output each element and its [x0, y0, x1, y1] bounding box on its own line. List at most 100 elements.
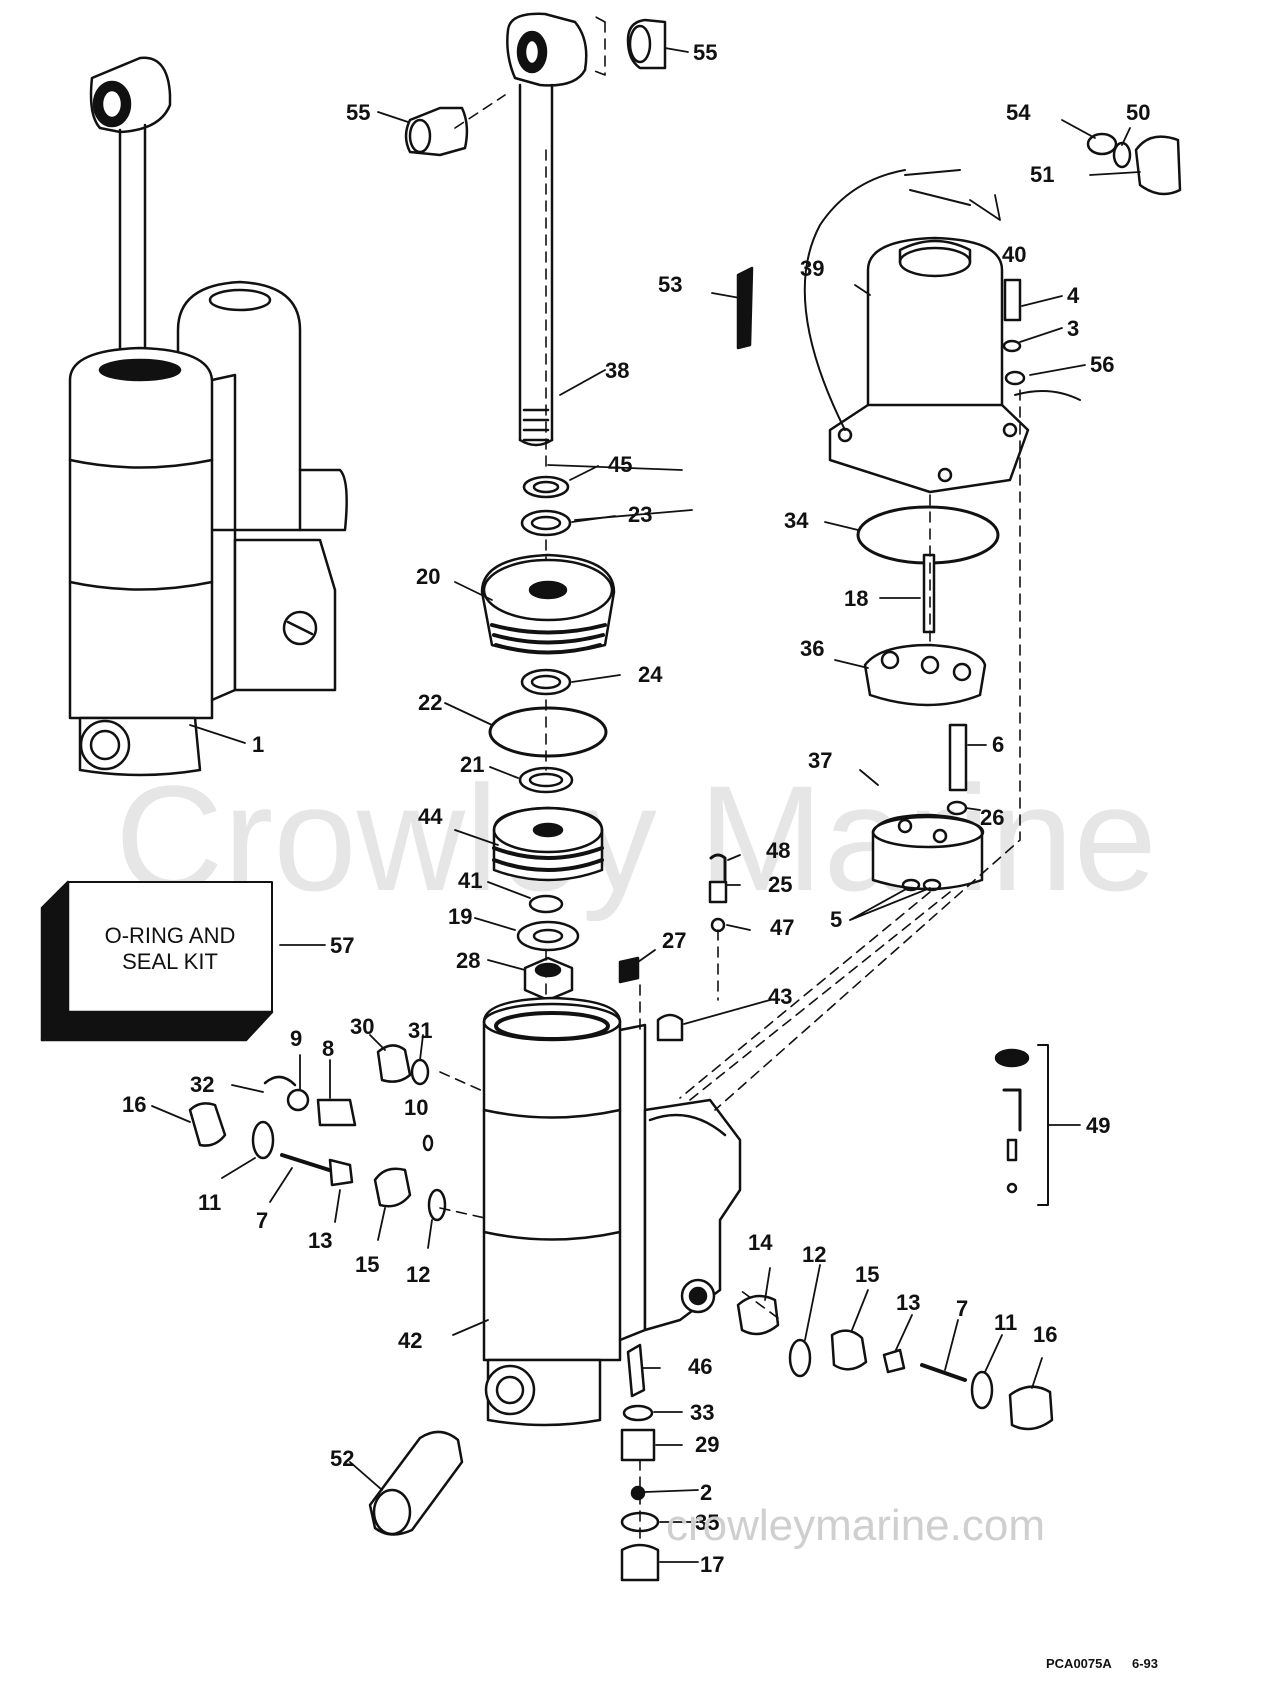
label-30: 30 [350, 1014, 374, 1039]
trim-cylinder-housing-42 [482, 996, 742, 1427]
label-9: 9 [290, 1026, 302, 1051]
label-3: 3 [1067, 316, 1079, 341]
label-19: 19 [448, 904, 472, 929]
part-number-labels: 1 2 3 4 5 6 7 7 8 9 10 11 11 12 12 13 13… [122, 40, 1150, 1577]
label-24: 24 [638, 662, 663, 687]
o-ring-33 [622, 1404, 654, 1422]
manifold-37 [871, 813, 985, 891]
label-43: 43 [768, 984, 792, 1009]
cap-54 [1086, 132, 1118, 156]
plug-17 [620, 1543, 660, 1582]
bushing-55-upper [626, 18, 667, 70]
valve-8 [316, 1098, 357, 1127]
label-34: 34 [784, 508, 809, 533]
relief-valve-49 [994, 1044, 1049, 1206]
label-47: 47 [770, 915, 794, 940]
connector-51 [1134, 135, 1182, 196]
ball-2 [630, 1485, 646, 1501]
label-7-left: 7 [256, 1208, 268, 1233]
valve-46 [626, 1343, 646, 1398]
label-51: 51 [1030, 162, 1054, 187]
label-55-upper: 55 [693, 40, 717, 65]
kit-line-1: O-RING AND [105, 923, 236, 948]
label-18: 18 [844, 586, 868, 611]
label-11-right: 11 [994, 1310, 1017, 1335]
label-45: 45 [608, 452, 632, 477]
label-16-right: 16 [1033, 1322, 1057, 1347]
label-31: 31 [408, 1018, 432, 1043]
watermark-brand: Crowley Marine [115, 754, 1157, 922]
diagram-date: 6-93 [1132, 1656, 1158, 1671]
label-2: 2 [700, 1480, 712, 1505]
pin-18 [922, 553, 936, 634]
o-ring-5b [922, 878, 942, 892]
seat-15-left [373, 1167, 412, 1208]
cylinder-cap-20 [480, 553, 616, 655]
seat-15-right [830, 1329, 868, 1371]
label-29: 29 [695, 1432, 719, 1457]
o-ring-41 [528, 894, 564, 914]
plug-29 [620, 1428, 656, 1462]
label-36: 36 [800, 636, 824, 661]
label-17: 17 [700, 1552, 724, 1577]
label-13-left: 13 [308, 1228, 332, 1253]
label-4: 4 [1067, 283, 1080, 308]
label-22: 22 [418, 690, 442, 715]
spring-7-right [920, 1363, 967, 1382]
label-12-left: 12 [406, 1262, 430, 1287]
o-ring-5a [901, 878, 921, 892]
plug-16-left [188, 1102, 227, 1147]
diagram-code: PCA0075A [1046, 1656, 1112, 1671]
label-1: 1 [252, 732, 264, 757]
callout-leaders [151, 47, 1141, 1563]
o-ring-12-left [427, 1188, 447, 1222]
label-32: 32 [190, 1072, 214, 1097]
washer-3 [1002, 339, 1022, 353]
o-ring-50 [1112, 141, 1132, 169]
label-12-right: 12 [802, 1242, 826, 1267]
o-ring-31 [410, 1058, 430, 1086]
sleeve-52 [368, 1430, 464, 1536]
label-52: 52 [330, 1446, 354, 1471]
label-46: 46 [688, 1354, 712, 1379]
label-37: 37 [808, 748, 832, 773]
label-20: 20 [416, 564, 440, 589]
o-ring-9 [286, 1088, 310, 1112]
pump-motor-39 [828, 236, 1030, 494]
screw-4 [1003, 278, 1022, 322]
valve-43 [656, 1013, 684, 1042]
o-ring-22 [488, 706, 608, 758]
o-ring-11-left [251, 1120, 275, 1160]
terminal-56 [1004, 370, 1026, 386]
label-27: 27 [662, 928, 686, 953]
o-ring-10 [422, 1134, 434, 1152]
label-40: 40 [1002, 242, 1026, 267]
watermark-url: crowleymarine.com [666, 1501, 1045, 1550]
label-42: 42 [398, 1328, 422, 1353]
poppet-25 [708, 880, 728, 904]
label-54: 54 [1006, 100, 1031, 125]
assembled-trim-unit [68, 56, 348, 777]
label-26: 26 [980, 805, 1004, 830]
bushing-55-lower [404, 106, 469, 157]
sleeve-53 [736, 266, 754, 350]
seal-24 [520, 668, 572, 696]
o-ring-11-right [970, 1370, 994, 1410]
label-49: 49 [1086, 1113, 1110, 1138]
valve-13-right [882, 1348, 906, 1374]
pump-36 [863, 643, 987, 707]
valve-14 [736, 1294, 780, 1336]
label-11-left: 11 [198, 1190, 221, 1215]
seal-45 [522, 475, 570, 499]
o-ring-12-right [788, 1338, 812, 1378]
label-44: 44 [418, 804, 443, 829]
label-38: 38 [605, 358, 629, 383]
label-55-lower: 55 [346, 100, 370, 125]
plug-27 [618, 956, 640, 984]
label-15-left: 15 [355, 1252, 379, 1277]
valve-13-left [328, 1158, 354, 1187]
label-23: 23 [628, 502, 652, 527]
label-35: 35 [695, 1510, 719, 1535]
